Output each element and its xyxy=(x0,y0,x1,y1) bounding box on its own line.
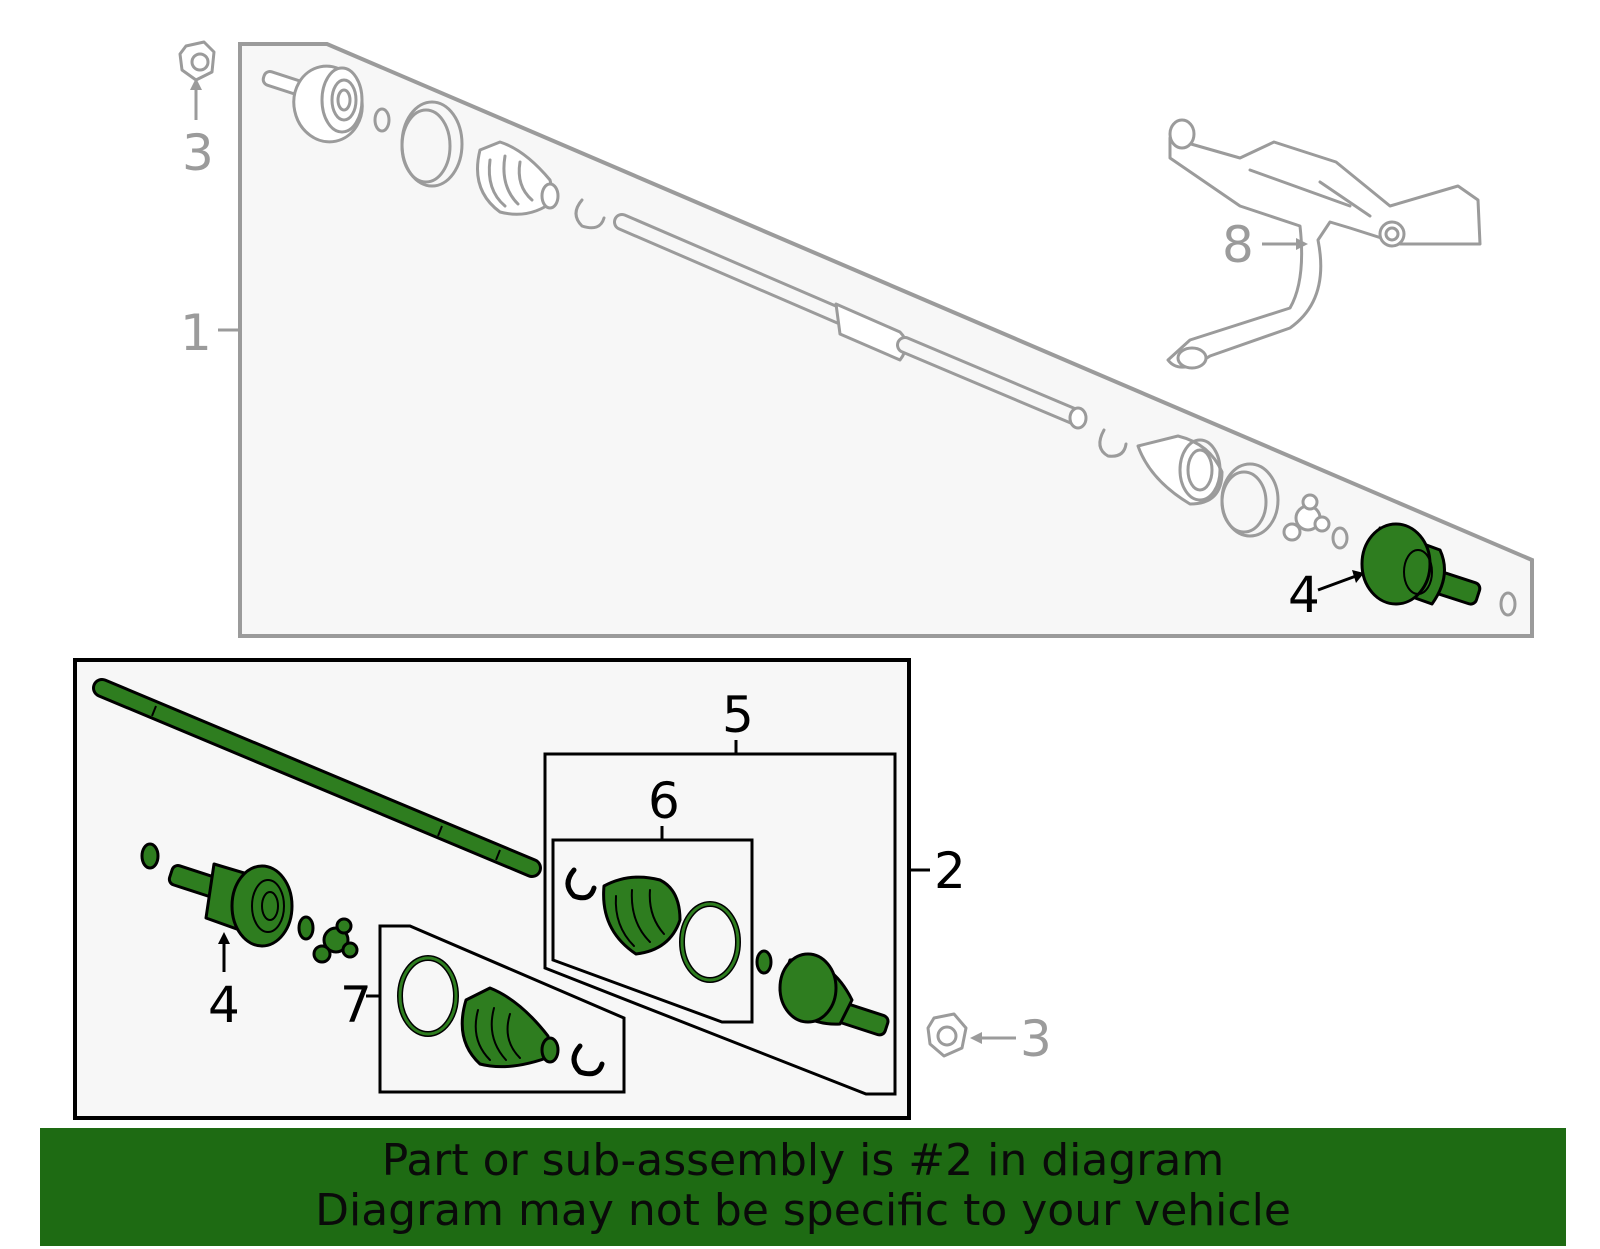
outer-joint-box-5 xyxy=(543,752,897,1096)
banner-line-2: Diagram may not be specific to your vehi… xyxy=(315,1185,1291,1236)
boot-ghost-2 xyxy=(1136,434,1224,506)
banner-line-1: Part or sub-assembly is #2 in diagram xyxy=(381,1135,1225,1186)
callout-6: 6 xyxy=(648,772,680,830)
inner-cv-joint-highlight xyxy=(1360,522,1482,606)
callout-4-top: 4 xyxy=(1288,566,1320,624)
upper-assembly-panel xyxy=(238,42,1534,638)
callout-8: 8 xyxy=(1222,216,1254,274)
callout-1: 1 xyxy=(180,304,212,362)
boot-ghost xyxy=(476,140,560,216)
boot-band-highlight-2 xyxy=(679,901,741,983)
callout-3-bottom: 3 xyxy=(1020,1010,1052,1068)
callout-2: 2 xyxy=(934,842,966,900)
boot-highlight xyxy=(460,986,560,1069)
callout-5: 5 xyxy=(722,686,754,744)
outer-cv-joint-ghost xyxy=(261,64,364,144)
circlip-ghost xyxy=(373,107,391,133)
tripod-ghost xyxy=(1282,493,1331,542)
circlip-ghost-2 xyxy=(1331,526,1349,550)
callout-4-bottom: 4 xyxy=(208,976,240,1034)
clip-highlight xyxy=(571,1043,605,1077)
boot-band-ghost-2 xyxy=(1220,462,1280,538)
inner-cv-joint-bottom-highlight xyxy=(167,862,294,948)
outer-cv-joint-highlight xyxy=(778,952,890,1037)
clip-ghost-2 xyxy=(1098,428,1128,458)
shaft-ghost xyxy=(613,213,1088,430)
circlip-ghost-3 xyxy=(1499,591,1517,617)
info-banner: Part or sub-assembly is #2 in diagram Di… xyxy=(40,1128,1566,1246)
boot-band-ghost xyxy=(400,100,464,188)
nut-icon-bottom xyxy=(926,1012,968,1058)
circlip-highlight xyxy=(140,842,160,870)
boot-highlight-2 xyxy=(602,875,682,956)
boot-kit-box-6 xyxy=(551,838,754,1024)
shaft-highlight xyxy=(92,678,542,878)
clip-ghost xyxy=(574,198,606,230)
circlip-highlight-2 xyxy=(297,915,315,941)
callout-3-top: 3 xyxy=(182,124,214,182)
bearing-bracket-ghost xyxy=(1166,118,1482,370)
boot-band-highlight xyxy=(397,955,459,1037)
nut-icon-top xyxy=(178,40,216,82)
clip-highlight-2 xyxy=(565,867,597,901)
leader-lines xyxy=(190,78,1364,1044)
tripod-highlight xyxy=(312,917,359,964)
callout-7: 7 xyxy=(340,976,372,1034)
boot-kit-box-7 xyxy=(378,924,626,1094)
circlip-highlight-3 xyxy=(755,949,773,975)
lower-assembly-box xyxy=(73,658,911,1120)
